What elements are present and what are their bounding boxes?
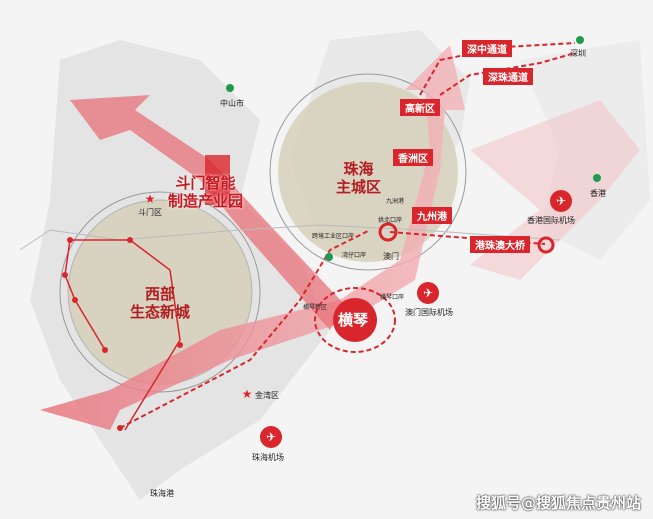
west-ring bbox=[59, 191, 261, 393]
star-icons: ★★ bbox=[145, 192, 253, 401]
main-arrow bbox=[40, 45, 465, 430]
label-kuajing-port: 跨境工业区口岸 bbox=[312, 233, 355, 240]
hzm-target-icon bbox=[537, 236, 555, 254]
rail-nodes bbox=[62, 237, 183, 431]
label-macau: 澳门 bbox=[383, 252, 399, 261]
plane-icons: ✈ ✈ ✈ bbox=[266, 194, 566, 444]
region-doumen-line2: 制造产业园 bbox=[168, 192, 244, 210]
label-jiuzhou-small: 九洲港 bbox=[386, 198, 405, 205]
svg-text:✈: ✈ bbox=[266, 430, 276, 444]
label-hk-airport: 香港国际机场 bbox=[527, 216, 575, 225]
region-west-eco: 西部 生态新城 bbox=[130, 285, 190, 321]
jiuzhou-target-icon bbox=[378, 222, 398, 242]
east-fan bbox=[470, 100, 640, 280]
northwest-arrow bbox=[70, 95, 345, 330]
tag-shenzhu: 深珠通道 bbox=[483, 68, 533, 85]
tag-xiangzhou: 香洲区 bbox=[393, 149, 433, 166]
svg-text:✈: ✈ bbox=[423, 286, 433, 300]
doumen-marker bbox=[205, 155, 230, 205]
label-zhuhai-port: 珠海港 bbox=[150, 489, 174, 498]
svg-text:★: ★ bbox=[145, 192, 156, 206]
road bbox=[19, 224, 561, 251]
label-hengqin-port: 横琴口岸 bbox=[380, 294, 405, 301]
airport-icons bbox=[260, 190, 572, 448]
tag-shenzhong: 深中通道 bbox=[462, 40, 512, 57]
region-doumen-park: 斗门智能 制造产业园 bbox=[168, 174, 243, 210]
region-main-line1: 珠海 bbox=[343, 160, 374, 178]
label-jinwan: 金湾区 bbox=[255, 391, 279, 400]
region-main-line2: 主城区 bbox=[336, 178, 382, 196]
dashed-routes bbox=[119, 42, 576, 429]
svg-text:★: ★ bbox=[242, 387, 253, 401]
pin-icons bbox=[226, 36, 601, 261]
label-macau-airport: 澳门国际机场 bbox=[405, 308, 453, 317]
tag-hzm-bridge: 港珠澳大桥 bbox=[470, 236, 530, 253]
tag-gaoxin: 高新区 bbox=[400, 99, 440, 116]
label-zhongshan: 中山市 bbox=[220, 99, 244, 108]
label-doumen: 斗门区 bbox=[138, 208, 162, 217]
tag-jiuzhou: 九州港 bbox=[412, 207, 452, 224]
region-west-line2: 生态新城 bbox=[130, 303, 191, 321]
hengqin-ring bbox=[314, 287, 396, 353]
region-doumen-line1: 斗门智能 bbox=[175, 174, 236, 192]
label-zhuhai-airport: 珠海机场 bbox=[252, 453, 284, 462]
label-shenzhen: 深圳 bbox=[570, 49, 586, 58]
label-hongkong: 香港 bbox=[590, 189, 606, 198]
svg-text:✈: ✈ bbox=[556, 194, 566, 208]
rail-lines bbox=[64, 239, 181, 431]
hengqin-badge bbox=[333, 298, 377, 342]
watermark: 搜狐号@搜狐焦点贵州站 bbox=[475, 494, 641, 512]
label-hengqin-new: 横琴新区 bbox=[303, 304, 328, 311]
region-hengqin: 横琴 bbox=[338, 311, 369, 329]
region-main-city: 珠海 主城区 bbox=[336, 160, 381, 196]
label-wanzai-port: 湾仔口岸 bbox=[342, 252, 367, 259]
main-ring bbox=[269, 73, 467, 271]
region-west-line1: 西部 bbox=[145, 285, 176, 303]
label-gongbei-port: 拱北口岸 bbox=[378, 217, 403, 224]
